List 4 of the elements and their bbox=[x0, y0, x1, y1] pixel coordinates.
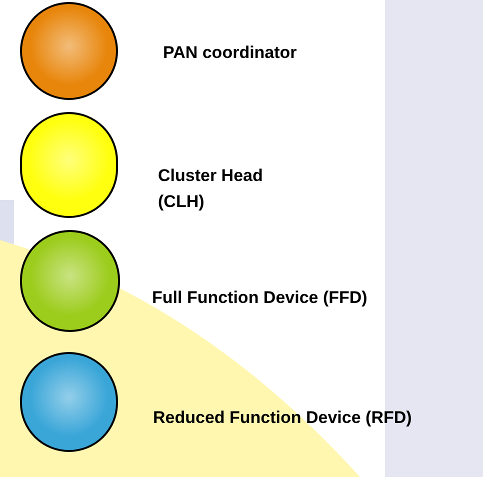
legend-label: Full Function Device (FFD) bbox=[152, 287, 368, 309]
legend-label: Reduced Function Device (RFD) bbox=[153, 407, 413, 429]
legend-label: Cluster Head (CLH) bbox=[158, 165, 264, 213]
legend-label: PAN coordinator bbox=[163, 42, 298, 64]
